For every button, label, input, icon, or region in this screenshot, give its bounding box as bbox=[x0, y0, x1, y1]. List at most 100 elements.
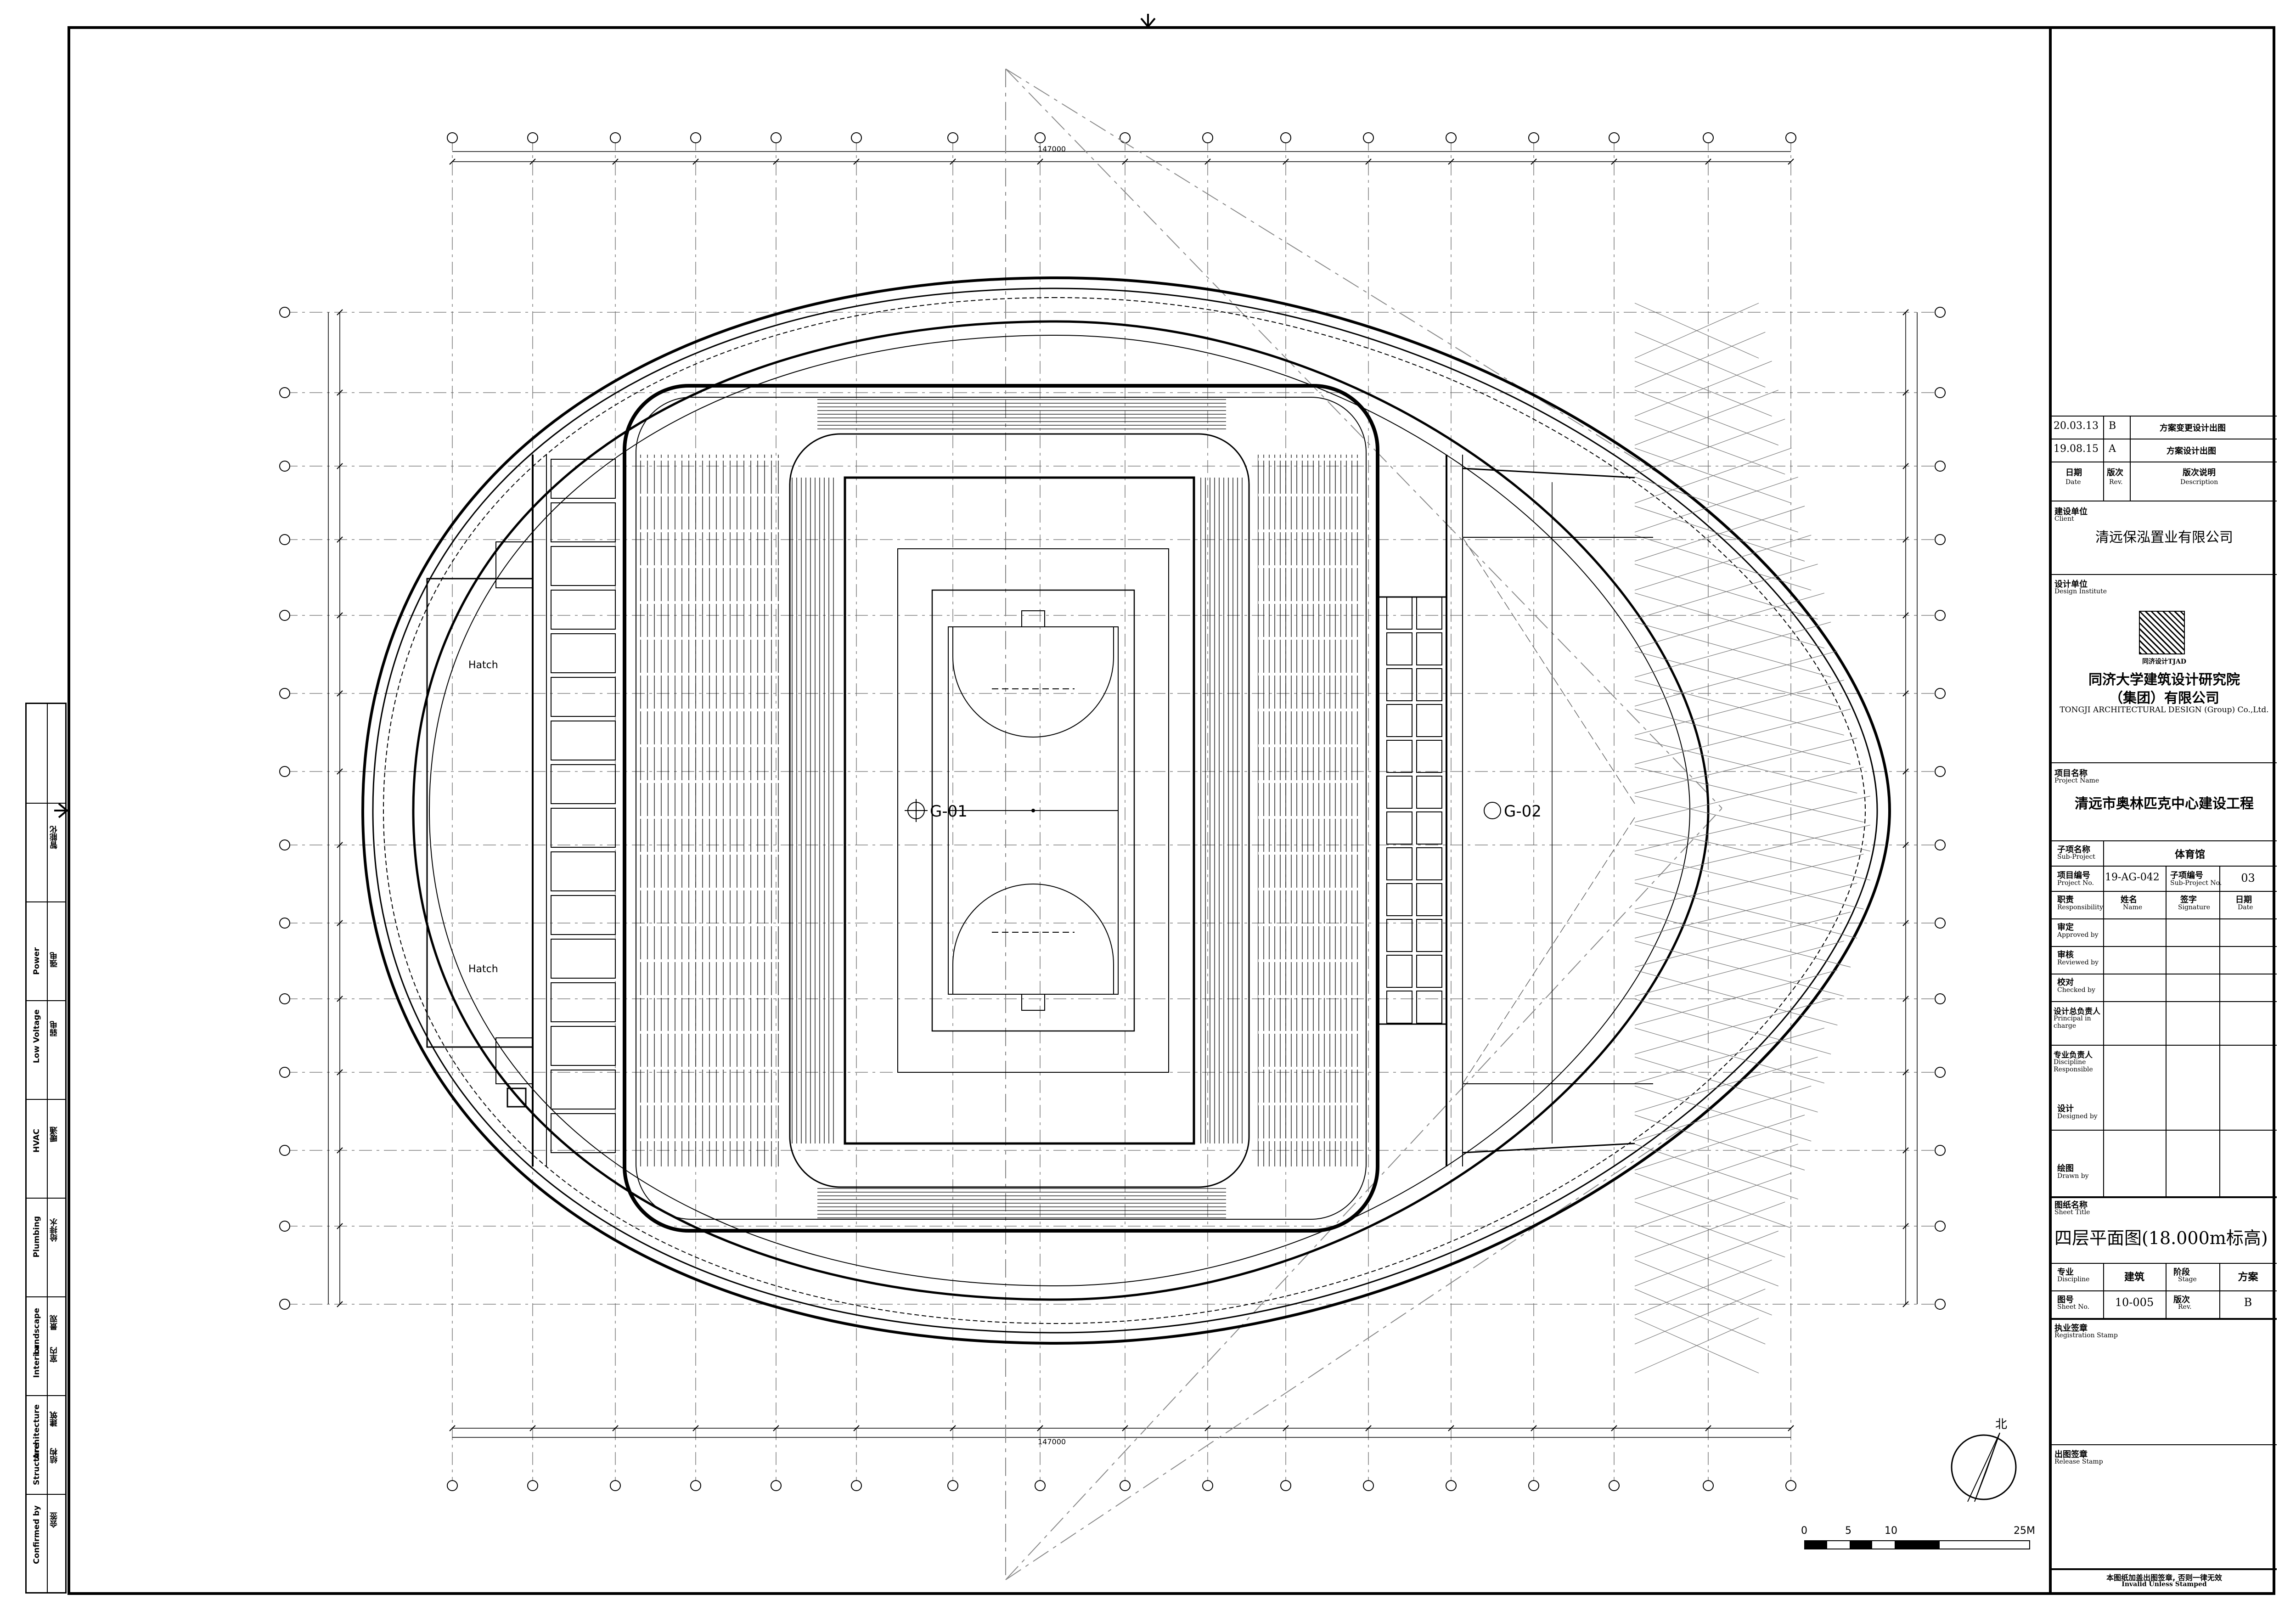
tb-vline bbox=[2103, 891, 2104, 1196]
role-label-en: Drawn by bbox=[2057, 1172, 2089, 1180]
lattice-line bbox=[1634, 1231, 1779, 1287]
grid-bubble bbox=[1120, 132, 1131, 143]
seat-rows bbox=[638, 399, 1362, 1218]
lattice-line bbox=[1634, 1318, 1759, 1374]
dimension-tick bbox=[337, 1301, 343, 1307]
room-cell bbox=[551, 459, 616, 499]
room-cell bbox=[1386, 632, 1412, 665]
room-cell bbox=[1386, 955, 1412, 988]
room-cell bbox=[1386, 740, 1412, 773]
lattice-line bbox=[1634, 1201, 1785, 1257]
room-cell bbox=[1416, 668, 1442, 701]
dimension-tick bbox=[1902, 536, 1909, 543]
grid-bubble bbox=[1935, 307, 1946, 318]
dimension-tick bbox=[337, 463, 343, 469]
east-hall bbox=[1377, 455, 1653, 1166]
dimension-tick bbox=[1902, 920, 1909, 926]
east-rooms bbox=[1386, 597, 1442, 1024]
grid-bubble bbox=[947, 1480, 958, 1491]
tb-line bbox=[2052, 416, 2277, 417]
tb-line bbox=[2052, 1263, 2277, 1264]
rev-header-date: 日期 bbox=[2065, 468, 2082, 478]
room-cell bbox=[1416, 847, 1442, 880]
grid-bubble bbox=[1935, 387, 1946, 398]
stage-value: 方案 bbox=[2238, 1272, 2258, 1283]
room-cell bbox=[1386, 811, 1412, 845]
rev-header-rev-en: Rev. bbox=[2109, 479, 2123, 486]
dimension-tick bbox=[1902, 1223, 1909, 1229]
date-header-en: Date bbox=[2238, 904, 2253, 911]
lattice-line bbox=[1634, 448, 1792, 504]
resp-header-en: Responsibility bbox=[2057, 904, 2104, 911]
dimension-tick bbox=[337, 996, 343, 1002]
confirmation-strip: 强电 Power 弱电 Low Voltage 暖通 HVAC 给排水 Plum… bbox=[25, 703, 67, 1594]
project-no: 19-AG-042 bbox=[2105, 872, 2160, 883]
dimension-tick bbox=[1902, 768, 1909, 775]
project-label-en: Project Name bbox=[2054, 777, 2099, 784]
tb-line bbox=[2052, 1196, 2277, 1198]
strip-row-line bbox=[27, 1494, 65, 1495]
room-cell bbox=[1416, 919, 1442, 952]
grid-bubble bbox=[1935, 688, 1946, 699]
scale-label-0: 0 bbox=[1801, 1525, 1807, 1537]
room-cell bbox=[1416, 883, 1442, 916]
grid-bubble bbox=[279, 839, 290, 850]
dimension-tick bbox=[1788, 1425, 1794, 1431]
lattice-line bbox=[1634, 680, 1844, 736]
construction-lines bbox=[1005, 68, 1722, 1580]
revision-date: 20.03.13 bbox=[2054, 420, 2099, 432]
role-label: 审定 bbox=[2057, 923, 2074, 932]
grid-bubble bbox=[1035, 132, 1046, 143]
dimension-tick bbox=[337, 309, 343, 315]
role-label: 设计总负责人 bbox=[2054, 1007, 2100, 1016]
dimension-tick bbox=[1037, 1425, 1043, 1431]
dimension-tick bbox=[1902, 309, 1909, 315]
grid-bubble bbox=[1785, 1480, 1796, 1491]
tb-line bbox=[2052, 1568, 2277, 1570]
grid-bubble bbox=[1120, 1480, 1131, 1491]
dimension-tick bbox=[449, 158, 456, 165]
grid-bubbles bbox=[279, 132, 1946, 1491]
room-cell bbox=[551, 721, 616, 760]
discipline-label: 专业 bbox=[2057, 1267, 2074, 1277]
scale-bar bbox=[1804, 1540, 2030, 1549]
lattice-line bbox=[1634, 651, 1838, 707]
grid-bubble bbox=[771, 132, 782, 143]
room-cell bbox=[551, 939, 616, 979]
role-label-en: Principal in charge bbox=[2054, 1015, 2091, 1030]
role-label-en: Approved by bbox=[2057, 931, 2099, 939]
room-cell bbox=[1386, 776, 1412, 809]
grid-bubble bbox=[279, 688, 290, 699]
grid-bubble bbox=[1935, 1299, 1946, 1310]
name-header: 姓名 bbox=[2121, 895, 2137, 905]
lattice-line bbox=[1634, 1027, 1825, 1084]
room-cell bbox=[551, 1070, 616, 1109]
sheet-title-label-en: Sheet Title bbox=[2054, 1209, 2090, 1216]
grid-bubble bbox=[1935, 461, 1946, 472]
lattice-line bbox=[1634, 1289, 1766, 1345]
dimension-tick bbox=[692, 158, 699, 165]
sheet-title: 四层平面图(18.000m标高) bbox=[2054, 1228, 2268, 1248]
dimension-tick bbox=[449, 1425, 456, 1431]
role-label-en: Checked by bbox=[2057, 986, 2095, 994]
lattice-line bbox=[1634, 824, 1870, 881]
room-cell bbox=[551, 982, 616, 1022]
institute-label: 设计单位 bbox=[2054, 580, 2088, 589]
tb-line bbox=[2052, 946, 2277, 947]
room-cell bbox=[551, 808, 616, 848]
room-cell bbox=[1416, 632, 1442, 665]
dimension-tick bbox=[1902, 389, 1909, 396]
sheet-no-label-en: Sheet No. bbox=[2057, 1303, 2090, 1311]
grid-bubble bbox=[1935, 1067, 1946, 1078]
strip-item-en: Low Voltage bbox=[32, 1009, 41, 1064]
grid-bubble bbox=[1202, 1480, 1213, 1491]
strip-row-line bbox=[27, 803, 65, 804]
grid-bubble bbox=[610, 1480, 621, 1491]
strip-item-en: Interior bbox=[32, 1345, 41, 1378]
grid-bubble bbox=[851, 1480, 862, 1491]
subproject-label-en: Sub-Project bbox=[2057, 853, 2095, 861]
stage-label-en: Stage bbox=[2178, 1276, 2197, 1283]
tjad-logo-icon bbox=[2139, 611, 2185, 654]
lattice-line bbox=[1634, 1057, 1818, 1113]
room-cell bbox=[551, 1026, 616, 1066]
